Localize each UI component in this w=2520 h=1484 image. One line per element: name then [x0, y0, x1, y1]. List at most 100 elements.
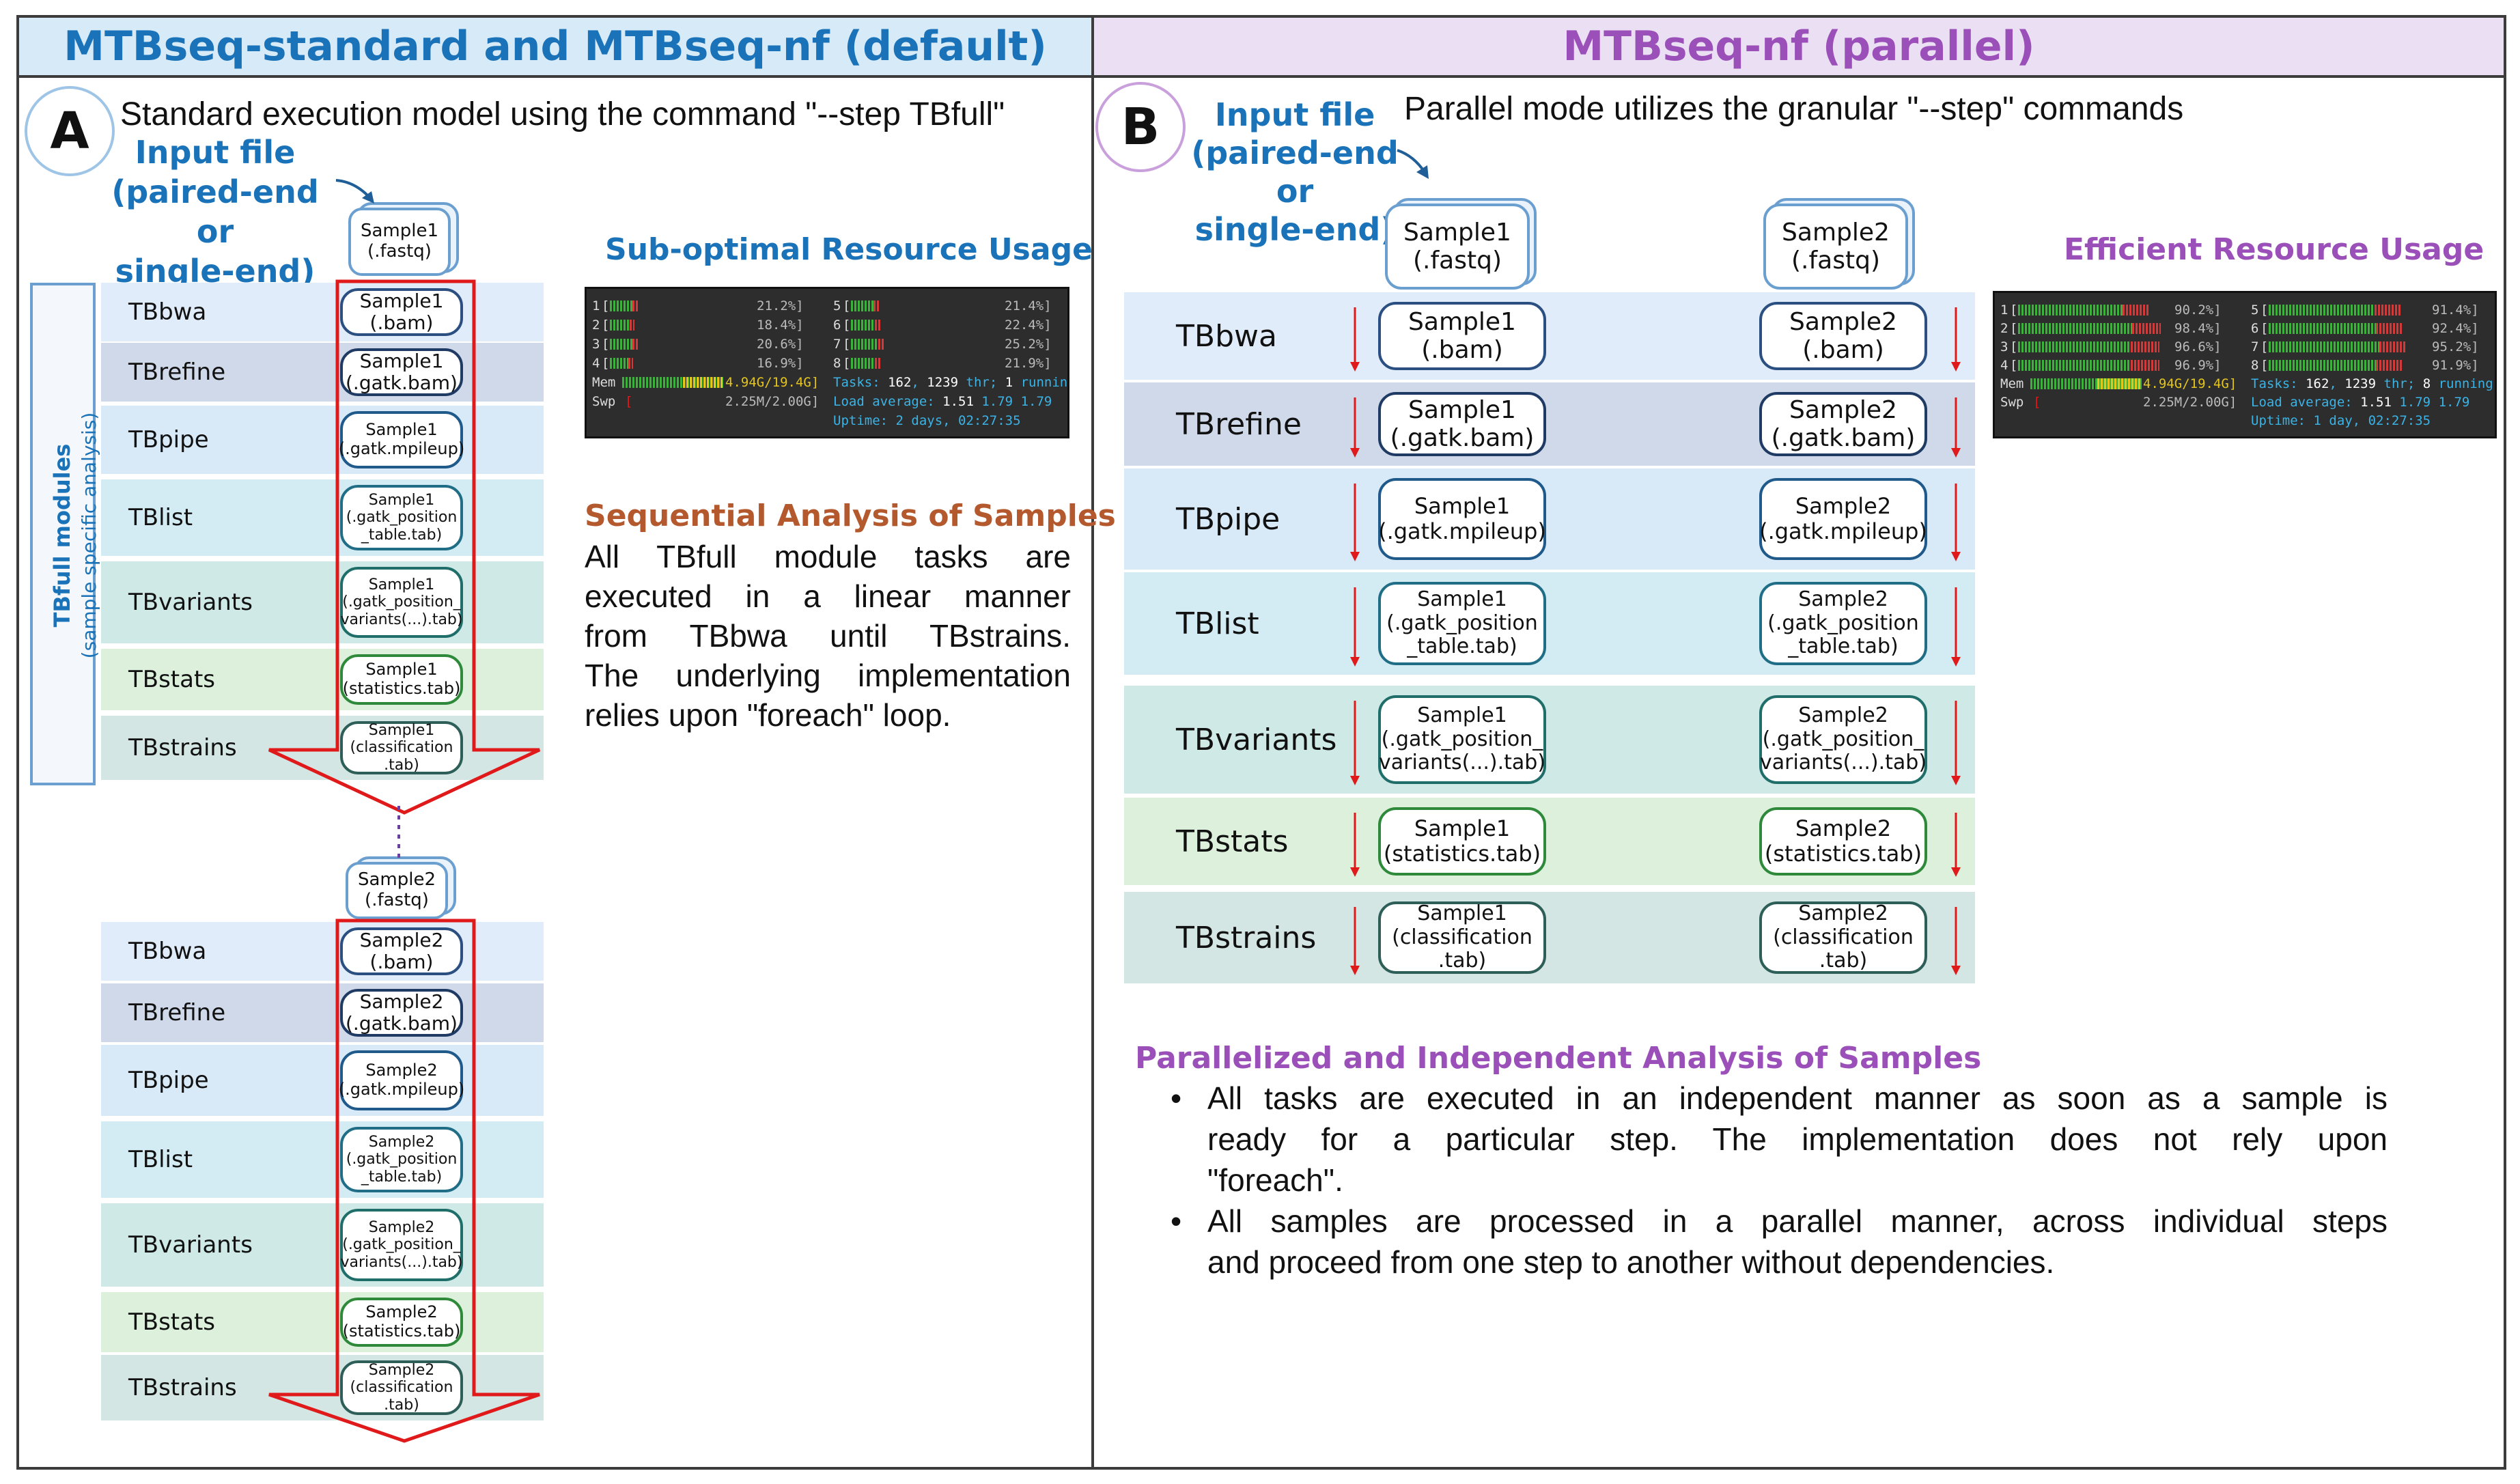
- cpu-bar-user: [851, 300, 874, 311]
- panel-a-header-text: MTBseq-standard and MTBseq-nf (default): [64, 23, 1047, 70]
- sample-output-box: Sample2(classification.tab): [340, 1360, 463, 1415]
- sample-output-box: Sample2(classification.tab): [1759, 901, 1927, 974]
- cpu-bar-user: [2018, 305, 2123, 316]
- terminal-text: 90.2%]: [2174, 303, 2222, 318]
- sample-output-text: variants(...).tab): [1378, 751, 1546, 775]
- sample-output-box: Sample2(.gatk.mpileup): [1759, 478, 1927, 560]
- parallel-analysis-title: Parallelized and Independent Analysis of…: [1135, 1041, 1982, 1076]
- b-sample1-input-ext: (.fastq): [1413, 247, 1502, 275]
- terminal-text: [: [2260, 321, 2269, 336]
- parallel-analysis-bullets: All tasks are executed in an independent…: [1166, 1078, 2388, 1283]
- terminal-text: 96.6%]: [2174, 339, 2222, 354]
- step-arrow-head: [1951, 867, 1961, 877]
- terminal-tasks-part: 1239: [2344, 376, 2377, 391]
- input-file-line-2: (paired-end or: [111, 173, 319, 250]
- module-label: TBlist: [128, 1146, 193, 1173]
- mem-bar: [2030, 378, 2142, 389]
- cpu-bar-track: [610, 358, 746, 372]
- sample1-input-ext: (.fastq): [367, 241, 432, 262]
- panel-b-badge-letter: B: [1121, 98, 1160, 156]
- module-label: TBvariants: [128, 1231, 253, 1259]
- terminal-text: 91.9%]: [2432, 358, 2479, 373]
- cpu-bar-track: [2018, 323, 2164, 337]
- terminal-load-part: 1.51: [942, 394, 982, 409]
- terminal-text: Mem: [2000, 376, 2024, 391]
- sample-output-box: Sample2(statistics.tab): [1759, 807, 1927, 876]
- mem-bar-cache: [2097, 378, 2142, 389]
- sample-output-box: Sample1(.gatk_position_variants(...).tab…: [340, 567, 463, 638]
- step-arrow-head: [1350, 867, 1360, 877]
- sample-output-text: Sample1: [365, 420, 438, 440]
- sample-output-text: Sample2: [1798, 587, 1888, 612]
- cpu-bar-sys: [2375, 323, 2403, 334]
- module-row: TBrefine: [101, 343, 544, 402]
- terminal-text: 1: [2000, 303, 2008, 318]
- cpu-bar-sys: [878, 339, 885, 350]
- cpu-bar-track: [851, 339, 987, 352]
- step-arrow-head: [1951, 362, 1961, 372]
- sample-output-text: variants(...).tab): [1759, 751, 1927, 775]
- sample2-input-name: Sample2: [357, 869, 436, 891]
- b-sample2-input-name: Sample2: [1782, 218, 1890, 247]
- sample-output-text: _table.tab): [1788, 634, 1899, 659]
- sample-output-text: _table.tab): [1407, 634, 1517, 659]
- terminal-text: 7: [833, 337, 841, 352]
- terminal-text: [: [843, 356, 851, 371]
- panel-a-description: Standard execution model using the comma…: [120, 96, 1005, 132]
- sample-output-box: Sample1(.bam): [1378, 302, 1546, 370]
- panel-a-htop-terminal: 1[21.2%]2[18.4%]3[20.6%]4[16.9%]5[21.4%]…: [585, 287, 1069, 438]
- sample-output-text: (classification: [1392, 925, 1532, 949]
- cpu-bar-user: [2018, 341, 2131, 352]
- panel-b-sample1-input: Sample1 (.fastq): [1385, 204, 1530, 290]
- terminal-text: [: [602, 356, 610, 371]
- sample-output-text: Sample1: [1417, 703, 1507, 728]
- sample-output-text: .tab): [384, 1396, 419, 1414]
- input-file-line-1: Input file: [135, 134, 296, 171]
- sample-output-text: Sample2: [1789, 395, 1897, 424]
- cpu-bar-sys: [632, 339, 639, 350]
- terminal-text: 4: [592, 356, 600, 371]
- step-arrow-head: [1951, 776, 1961, 785]
- parallel-bullet-2: All samples are processed in a parallel …: [1166, 1201, 2388, 1283]
- step-arrow-head: [1350, 448, 1360, 458]
- cpu-bar-track: [851, 300, 987, 314]
- terminal-load-part: 1.79: [2399, 395, 2439, 410]
- sample-output-text: Sample2: [365, 1302, 438, 1322]
- sample-output-text: (.gatk.mpileup): [338, 1080, 465, 1099]
- sample-output-text: (statistics.tab): [1764, 841, 1922, 867]
- cpu-bar-sys: [628, 358, 633, 369]
- terminal-tasks-part: running: [2431, 376, 2493, 391]
- b-sample2-input-ext: (.fastq): [1791, 247, 1880, 275]
- sample2-input-ext: (.fastq): [365, 890, 429, 910]
- panel-b-header-text: MTBseq-nf (parallel): [1563, 23, 2035, 70]
- sample-output-box: Sample1(classification.tab): [340, 721, 463, 774]
- sample-output-text: Sample2: [368, 1362, 435, 1380]
- sample-output-text: (statistics.tab): [342, 679, 461, 698]
- seq-line-1: All TBfull module tasks are: [585, 539, 1071, 574]
- sample-output-text: Sample2: [1789, 307, 1897, 336]
- module-row: TBvariants: [101, 561, 544, 643]
- sample-output-text: Sample1: [1408, 395, 1516, 424]
- terminal-tasks-part: Tasks:: [2251, 376, 2306, 391]
- module-label: TBstrains: [1176, 920, 1317, 955]
- panel-b-sample2-input: Sample2 (.fastq): [1763, 204, 1908, 290]
- terminal-text: [: [2010, 303, 2018, 318]
- sample-output-text: Sample1: [365, 660, 438, 680]
- sample-output-text: Sample1: [368, 492, 435, 509]
- module-label: TBstrains: [128, 734, 237, 761]
- cpu-bar-sys: [629, 320, 634, 331]
- terminal-text: 6: [2251, 321, 2259, 336]
- sample-output-box: Sample2(statistics.tab): [340, 1298, 463, 1347]
- sample-output-text: (.gatk.bam): [1390, 424, 1535, 452]
- terminal-text: 5: [2251, 303, 2259, 318]
- terminal-text: Tasks: 162, 1239 thr; 8 running: [2251, 376, 2493, 391]
- terminal-tasks-part: 1: [1005, 375, 1013, 390]
- sample-output-box: Sample1(.gatk_position_variants(...).tab…: [1378, 695, 1546, 784]
- terminal-tasks-part: 162: [888, 375, 912, 390]
- sample-output-text: (.gatk.mpileup): [1759, 518, 1927, 544]
- sample-output-text: (statistics.tab): [342, 1321, 461, 1341]
- seq-line-4: The underlying implementation: [585, 658, 1071, 693]
- terminal-text: 96.9%]: [2174, 358, 2222, 373]
- sample-output-text: Sample2: [1795, 493, 1892, 520]
- sample-output-text: (.gatk_position: [346, 1151, 458, 1168]
